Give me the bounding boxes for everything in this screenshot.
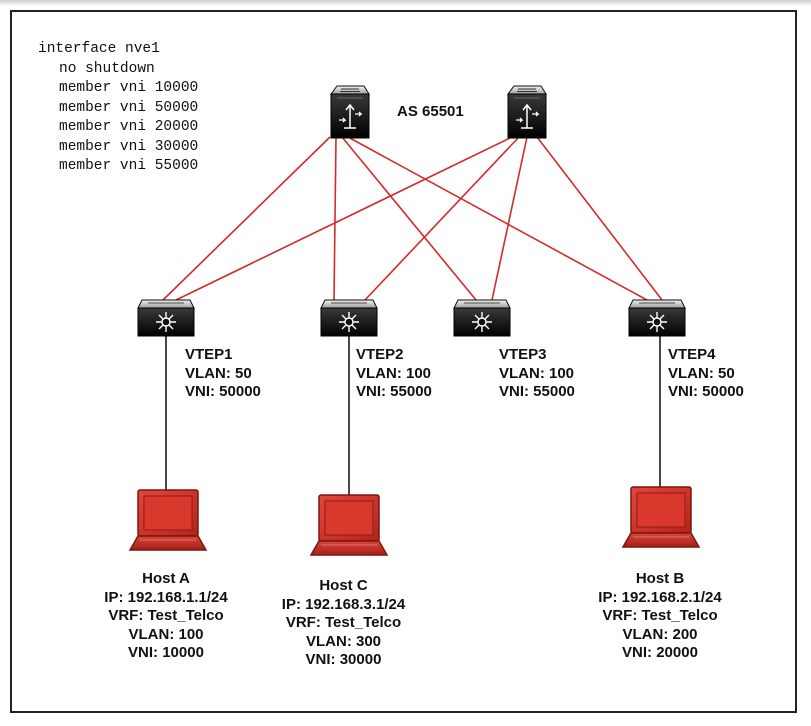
vtep-vni: VNI: 50000 [668,383,744,400]
host-ip: IP: 192.168.2.1/24 [598,588,722,606]
host-vni: VNI: 20000 [622,644,698,661]
vtep-vlan: VLAN: 100 [356,364,432,382]
host-name: Host C [319,577,368,594]
link-spine1-vtep2 [333,136,337,301]
vtep1-label: VTEP1 VLAN: 50 VNI: 50000 [185,346,261,402]
host-ip: IP: 192.168.1.1/24 [104,588,228,606]
link-spine2-vtep3 [491,136,528,301]
host-a-label: Host A IP: 192.168.1.1/24 VRF: Test_Telc… [81,570,251,663]
host-name: Host A [142,570,190,587]
vtep-vlan: VLAN: 50 [668,364,735,382]
host-vlan: VLAN: 100 [128,625,204,643]
link-spine2-vtep1 [175,136,513,301]
link-spine1-vtep1 [162,136,331,301]
host-vni: VNI: 30000 [305,651,382,668]
spine-switch-1-icon [330,85,370,139]
host-c-laptop-icon [310,494,388,556]
config-line-member-vni: member vni 10000 [59,80,199,96]
host-c-label: Host C IP: 192.168.3.1/24 VRF: Test_Telc… [256,577,431,670]
config-line-member-vni: member vni 30000 [59,138,199,155]
host-vrf: VRF: Test_Telco [285,614,402,631]
diagram-frame [10,10,797,713]
top-edge-shadow [0,0,811,6]
nve-config-block: interface nve1 no shutdown member vni 1000… [38,40,198,177]
vtep1-switch-icon [137,299,195,337]
host-b-label: Host B IP: 192.168.2.1/24 VRF: Test_Telc… [575,570,745,663]
config-line-member-vni: member vni 50000 [59,99,199,116]
link-spine1-vtep3 [341,136,477,301]
host-name: Host B [635,570,685,587]
config-line-shutdown: no shutdown [59,60,155,77]
config-line-member-vni: member vni 55000 [59,158,199,174]
vtep-vlan: VLAN: 50 [185,364,252,382]
host-vrf: VRF: Test_Telco [602,607,718,624]
spine-switch-2-icon [507,85,547,139]
host-vrf: VRF: Test_Telco [108,607,224,624]
as-number-label: AS 65501 [397,103,464,120]
vtep-name: VTEP4 [668,346,716,363]
host-vlan: VLAN: 200 [622,625,698,643]
vtep-name: VTEP2 [356,346,404,363]
vtep-vni: VNI: 50000 [185,383,261,400]
host-vlan: VLAN: 300 [305,632,382,650]
vtep2-switch-icon [320,299,378,337]
config-line-member-vni: member vni 20000 [59,119,199,135]
vtep4-switch-icon [628,299,686,337]
vtep4-label: VTEP4 VLAN: 50 VNI: 50000 [668,346,744,402]
host-ip: IP: 192.168.3.1/24 [281,595,406,613]
config-line-interface: interface nve1 [38,41,160,57]
vtep3-switch-icon [453,299,511,337]
link-spine2-vtep2 [364,136,520,301]
host-a-laptop-icon [129,489,207,551]
vtep2-label: VTEP2 VLAN: 100 VNI: 55000 [356,346,432,402]
link-spine1-vtep4 [347,136,648,301]
link-spine2-vtep4 [536,136,663,301]
vtep-name: VTEP1 [185,346,233,363]
vtep-vlan: VLAN: 100 [499,364,575,382]
vtep-vni: VNI: 55000 [499,383,575,400]
vtep3-label: VTEP3 VLAN: 100 VNI: 55000 [499,346,575,402]
host-vni: VNI: 10000 [128,644,204,661]
host-b-laptop-icon [622,486,700,548]
vtep-vni: VNI: 55000 [356,383,432,400]
vtep-name: VTEP3 [499,346,547,363]
